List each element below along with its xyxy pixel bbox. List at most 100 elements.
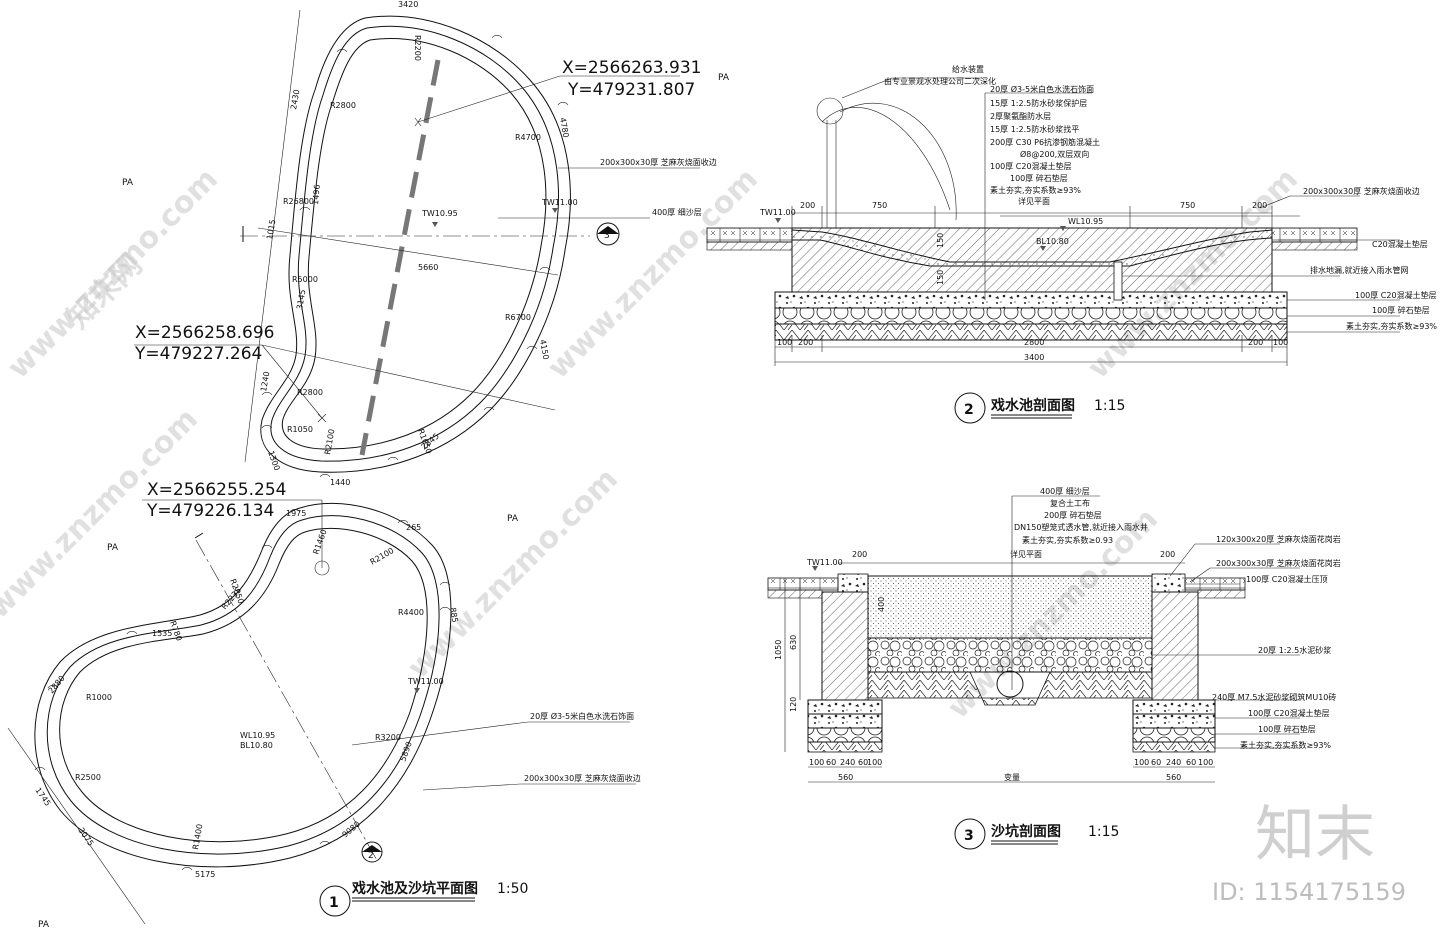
dim-label: 60 [858, 758, 868, 767]
layer-note: 素土夯实,夯实系数≥93% [990, 185, 1081, 195]
level-label: TW11.00 [541, 198, 578, 207]
dim-label: 200 [852, 550, 867, 559]
note-edge: 200x300x30厚 芝麻灰烧面收边 [600, 157, 717, 167]
title-number-circle [319, 885, 351, 917]
dim-label: R2100 [323, 428, 336, 455]
layer-note: 15厚 1:2.5防水砂浆保护层 [990, 98, 1087, 108]
supply-note: 给水装置 [952, 64, 984, 74]
section2-title: 戏水池剖面图 [990, 397, 1075, 414]
dim-label: 60 [826, 758, 836, 767]
right-note: 100厚 碎石垫层 [1372, 305, 1430, 315]
dim-label: 100 [1198, 758, 1213, 767]
dim-label: 1745 [33, 786, 52, 808]
layer-note: 100厚 C20混凝土垫层 [990, 161, 1072, 171]
title-number-circle [954, 818, 986, 850]
dim-label: R2100 [369, 546, 396, 567]
dim-label: R1460 [311, 528, 328, 555]
layer-note: 15厚 1:2.5防水砂浆找平 [990, 124, 1079, 134]
right-note: 200x300x30厚 芝麻灰烧面收边 [1303, 186, 1420, 196]
dim-label: 120 [789, 697, 798, 712]
dim-label: R6700 [505, 313, 531, 322]
dim-label: R26800 [283, 197, 314, 206]
dim-label: 200 [798, 338, 813, 347]
coord-x-2: X=2566258.696 [135, 323, 274, 343]
right-note: 100厚 C20混凝土垫层 [1248, 708, 1330, 718]
plan-scale: 1:50 [497, 881, 528, 897]
dim-label: 1440 [330, 478, 350, 487]
pa-label: PA [507, 514, 519, 524]
dim-label: 2800 [1024, 338, 1044, 347]
dim-label: 1300 [266, 450, 281, 472]
dim-label: 100 [1134, 758, 1149, 767]
dim-label: 4150 [538, 339, 550, 361]
plan-title: 戏水池及沙坑平面图 [351, 880, 478, 897]
dim-label: 240 [1166, 758, 1181, 767]
layer-note: Ø8@200,双层双向 [1020, 149, 1089, 159]
dim-label: 200 [1248, 338, 1263, 347]
right-note: 20厚 1:2.5水泥砂浆 [1258, 645, 1331, 655]
dim-label: R2500 [75, 773, 101, 782]
dim-label: 630 [789, 635, 798, 650]
layer-note: 200厚 C30 P6抗渗钢筋混凝土 [990, 137, 1100, 147]
dim-label: 1535 [152, 629, 172, 638]
coord-y-2: Y=479227.264 [134, 344, 262, 364]
dim-label: 200 [1252, 201, 1267, 210]
detail-note: 详见平面 [1018, 196, 1050, 206]
dim-label: 100 [809, 758, 824, 767]
dim-label: R5000 [292, 275, 318, 284]
dim-label: 200 [800, 201, 815, 210]
level-label: BL10.80 [240, 741, 273, 750]
title-number: 1 [329, 895, 339, 911]
pa-label: PA [38, 920, 50, 930]
dim-label: 265 [406, 523, 421, 532]
section-mark-label: 3 [604, 231, 610, 241]
dim-label: 9080 [341, 820, 362, 840]
layer-note: 2厚聚氨酯防水层 [990, 111, 1051, 121]
level-label: TW11.00 [407, 677, 444, 686]
dim-label: 100 [867, 758, 882, 767]
level-label: TW11.00 [806, 558, 843, 567]
dim-label: 60 [1186, 758, 1196, 767]
dim-label: R2800 [330, 101, 356, 110]
layer-note: 素土夯实,夯实系数≥0.93 [1022, 535, 1113, 545]
dim-label: 100 [1273, 338, 1288, 347]
dim-label: R2800 [297, 388, 323, 397]
level-label: TW10.95 [421, 209, 458, 218]
dim-label: 4780 [558, 117, 570, 139]
right-note: 100厚 C20混凝土压顶 [1246, 574, 1328, 584]
right-note: 100厚 碎石垫层 [1258, 724, 1316, 734]
layer-note: 100厚 碎石垫层 [1010, 173, 1068, 183]
detail-note: 详见平面 [1010, 549, 1042, 559]
dim-label: R1050 [287, 425, 313, 434]
dim-label: R4700 [515, 133, 541, 142]
watermark-brand: 知末 [1255, 800, 1375, 870]
dim-label: 60 [1151, 758, 1161, 767]
dim-label: R3200 [375, 733, 401, 742]
dim-label: 1240 [259, 371, 271, 393]
section2-scale: 1:15 [1094, 398, 1125, 414]
dim-label: 1496 [311, 184, 322, 205]
pool-plan-labels: X=2566263.931 Y=479231.807 X=2566258.696… [122, 0, 717, 487]
dim-label: 1050 [774, 640, 783, 660]
title-number: 2 [964, 402, 974, 418]
level-label: BL10.80 [1036, 237, 1069, 246]
right-note: 120x300x20厚 芝麻灰烧面花岗岩 [1216, 534, 1341, 544]
sandpit-section-labels: 400厚 细沙层 复合土工布 200厚 碎石垫层 DN150塑笼式透水管,就近接… [774, 486, 1341, 850]
right-note: 排水地漏,就近接入雨水管网 [1310, 265, 1409, 275]
dim-label: 750 [872, 201, 887, 210]
dim-label: 3400 [1024, 353, 1044, 362]
coord-x-3: X=2566255.254 [147, 480, 286, 500]
dim-label: 150 [936, 233, 945, 248]
right-note: 素土夯实,夯实系数≥93% [1346, 321, 1437, 331]
pa-label: PA [122, 178, 134, 188]
note-finish: 20厚 Ø3-5米白色水洗石饰面 [530, 711, 634, 721]
layer-note: 200厚 碎石垫层 [1044, 510, 1102, 520]
watermark-text: www.znzmo.com [541, 162, 765, 386]
title-number-circle [954, 392, 986, 424]
right-note: 素土夯实,夯实系数≥93% [1240, 740, 1331, 750]
right-note: 240厚 M7.5水泥砂浆砌筑MU10砖 [1212, 692, 1336, 702]
dim-label: 3145 [295, 289, 307, 311]
dim-label: 560 [1166, 773, 1181, 782]
layer-note: 20厚 Ø3-5米白色水洗石饰面 [990, 84, 1094, 94]
